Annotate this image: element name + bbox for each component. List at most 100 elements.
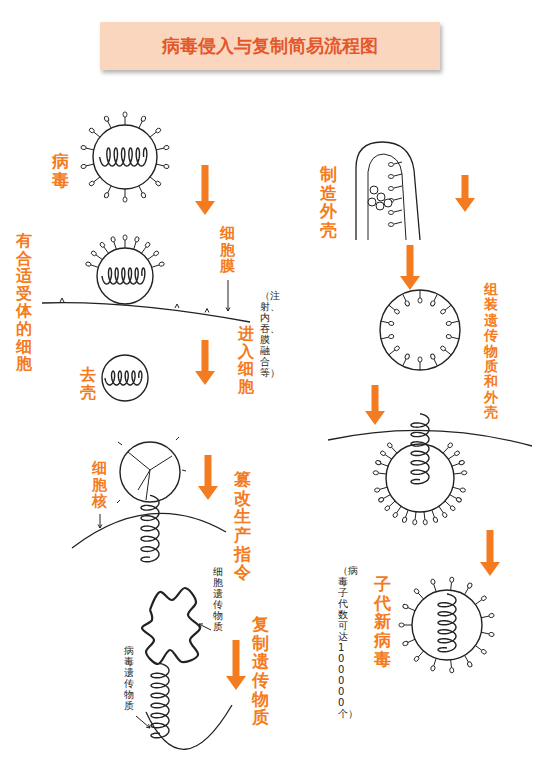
spike-knob (461, 470, 467, 475)
spike-knob (155, 127, 162, 133)
cell-genome (142, 588, 200, 664)
label-holder: 病毒 (52, 152, 69, 189)
spike-knob (388, 175, 393, 179)
spike-knob (104, 192, 110, 198)
spike (86, 164, 94, 166)
spike-knob (430, 300, 436, 306)
spike-knob (394, 308, 401, 314)
spike (141, 247, 146, 253)
spike-knob (460, 487, 466, 492)
spike-knob (402, 641, 408, 647)
step-label: 去壳 (80, 366, 96, 401)
spike-knob (430, 579, 435, 585)
spike (86, 148, 94, 150)
label-holder: 进入细胞 (238, 325, 254, 395)
spike (125, 240, 126, 248)
spike (408, 639, 415, 642)
cell-membrane (328, 430, 532, 446)
label-holder: （病毒子代数可达100000个） (338, 565, 348, 719)
capsid (412, 590, 482, 660)
virus-budding (328, 414, 532, 525)
spike-knob (163, 164, 169, 169)
cell-fold (368, 154, 406, 240)
spike (394, 162, 402, 164)
spike-knob (447, 442, 453, 449)
spike (439, 506, 443, 513)
spike (139, 186, 142, 193)
genome-injection (72, 437, 226, 562)
protein-blob (368, 198, 376, 206)
spike-knob (388, 163, 393, 167)
spike-knob (373, 470, 379, 475)
spike (405, 510, 408, 518)
spike (404, 625, 412, 626)
step-label: 病毒 (52, 152, 69, 189)
spike-knob (374, 487, 380, 492)
cell-membrane (42, 303, 250, 322)
protein-blob (377, 193, 385, 201)
spike (383, 495, 390, 499)
capsid-production (356, 142, 420, 240)
spike (397, 506, 401, 513)
helix (100, 148, 147, 166)
title: 病毒侵入与复制简易流程图 (162, 34, 378, 58)
spike (443, 447, 448, 453)
flow-arrow (365, 385, 385, 425)
capsid (380, 290, 460, 370)
spike (450, 582, 452, 590)
spike (108, 121, 111, 128)
label-holder: 有合适受体的细胞 (16, 232, 32, 373)
leader-arrow (136, 716, 150, 728)
spike-knob (446, 334, 452, 339)
crack (128, 452, 172, 500)
spike-knob (423, 519, 428, 525)
spike (114, 242, 116, 250)
spike-knob (418, 298, 422, 303)
label-holder: 细胞遗传物质 (213, 566, 223, 632)
capsid (97, 248, 153, 304)
spike (465, 655, 469, 662)
step-label: 有合适受体的细胞 (16, 232, 32, 373)
spike-knob (467, 661, 473, 668)
spike (389, 350, 395, 355)
spike (108, 186, 111, 193)
cell-fold (356, 142, 420, 240)
spike-knob (449, 577, 454, 583)
step-label: 组装遗传物质和外壳 (484, 282, 498, 421)
spike (450, 495, 457, 499)
spike-knob (418, 357, 422, 362)
spike (451, 321, 459, 323)
spike (451, 337, 459, 339)
label-holder: 制造外壳 (320, 165, 337, 240)
step-label: 子代新病毒 (374, 575, 391, 668)
spike-knob (433, 517, 439, 523)
spike (418, 651, 423, 657)
spike-knob (81, 145, 87, 150)
spike-knob (430, 353, 436, 359)
step-label: 细胞膜 (220, 225, 235, 275)
label-holder: 子代新病毒 (374, 575, 391, 668)
spike-knob (123, 197, 127, 202)
flow-arrow (400, 245, 420, 290)
spike (415, 512, 417, 520)
label-holder: （注射、内吞、膜融合等） (260, 290, 270, 378)
helix (438, 594, 456, 652)
spike (150, 132, 156, 137)
spike (434, 359, 437, 366)
spike (385, 455, 392, 459)
spike-knob (467, 582, 473, 589)
spike (380, 487, 388, 489)
label-holder: 组装遗传物质和外壳 (484, 282, 498, 421)
spike (408, 608, 415, 611)
helix (141, 495, 159, 561)
spike (394, 174, 402, 176)
spike (394, 210, 402, 212)
note-label: （病毒子代数可达100000个） (338, 565, 348, 719)
helix (411, 414, 429, 484)
spike (94, 132, 100, 137)
flow-arrow (195, 165, 215, 215)
spike-knob (440, 308, 447, 314)
spike (125, 117, 126, 125)
spike (434, 658, 436, 666)
virus-on-membrane (42, 235, 250, 322)
